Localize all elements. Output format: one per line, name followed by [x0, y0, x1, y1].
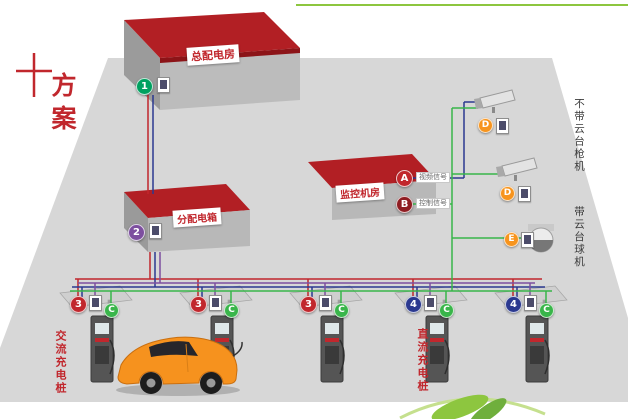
charging-pile	[525, 315, 550, 383]
marker-1: 1	[136, 78, 153, 95]
marker-station-2-aux: C	[224, 303, 239, 318]
charging-pile	[320, 315, 345, 383]
marker-station-2: 3	[190, 296, 207, 313]
device-icon	[524, 295, 537, 311]
marker-camera-e: E	[504, 232, 519, 247]
device-icon	[518, 186, 531, 202]
device-icon	[521, 232, 534, 248]
marker-2: 2	[128, 224, 145, 241]
charging-piles	[90, 315, 550, 383]
title-cross-icon	[16, 53, 52, 97]
marker-b: B	[396, 196, 413, 213]
marker-station-1-aux: C	[104, 303, 119, 318]
dome-camera	[528, 224, 554, 253]
monitoring-room-label: 监控机房	[335, 182, 385, 203]
marker-station-1: 3	[70, 296, 87, 313]
marker-camera-d2: D	[500, 186, 515, 201]
floor-plane	[0, 58, 628, 402]
device-icon	[319, 295, 332, 311]
dc-charger-label: 直流充电桩	[416, 328, 429, 393]
marker-station-5-aux: C	[539, 303, 554, 318]
cable-layer	[70, 95, 552, 305]
control-signal-label: 控制信号	[416, 198, 450, 209]
device-icon	[424, 295, 437, 311]
marker-station-4-aux: C	[439, 303, 454, 318]
marker-station-4: 4	[405, 296, 422, 313]
marker-a: A	[396, 170, 413, 187]
marker-station-5: 4	[505, 296, 522, 313]
marker-station-3-aux: C	[334, 303, 349, 318]
video-signal-label: 视频信号	[416, 172, 450, 183]
gun-camera	[474, 89, 516, 113]
electric-car	[116, 336, 243, 396]
gun-camera	[496, 157, 538, 181]
device-icon	[89, 295, 102, 311]
device-icon	[209, 295, 222, 311]
charging-pile	[90, 315, 115, 383]
distribution-box-label: 分配电箱	[172, 207, 222, 228]
marker-camera-d1: D	[478, 118, 493, 133]
dome-camera-label: 带云台球机	[573, 206, 585, 269]
device-icon	[496, 118, 509, 134]
ac-charger-label: 交流充电桩	[54, 330, 67, 395]
charging-pile	[425, 315, 450, 383]
gun-camera-label: 不带云台枪机	[573, 98, 585, 173]
device-icon	[157, 77, 170, 93]
device-icon	[149, 223, 162, 239]
marker-station-3: 3	[300, 296, 317, 313]
main-distribution-label: 总配电房	[186, 44, 240, 66]
page-title: 方案	[48, 72, 77, 138]
power-line-red	[75, 95, 542, 298]
